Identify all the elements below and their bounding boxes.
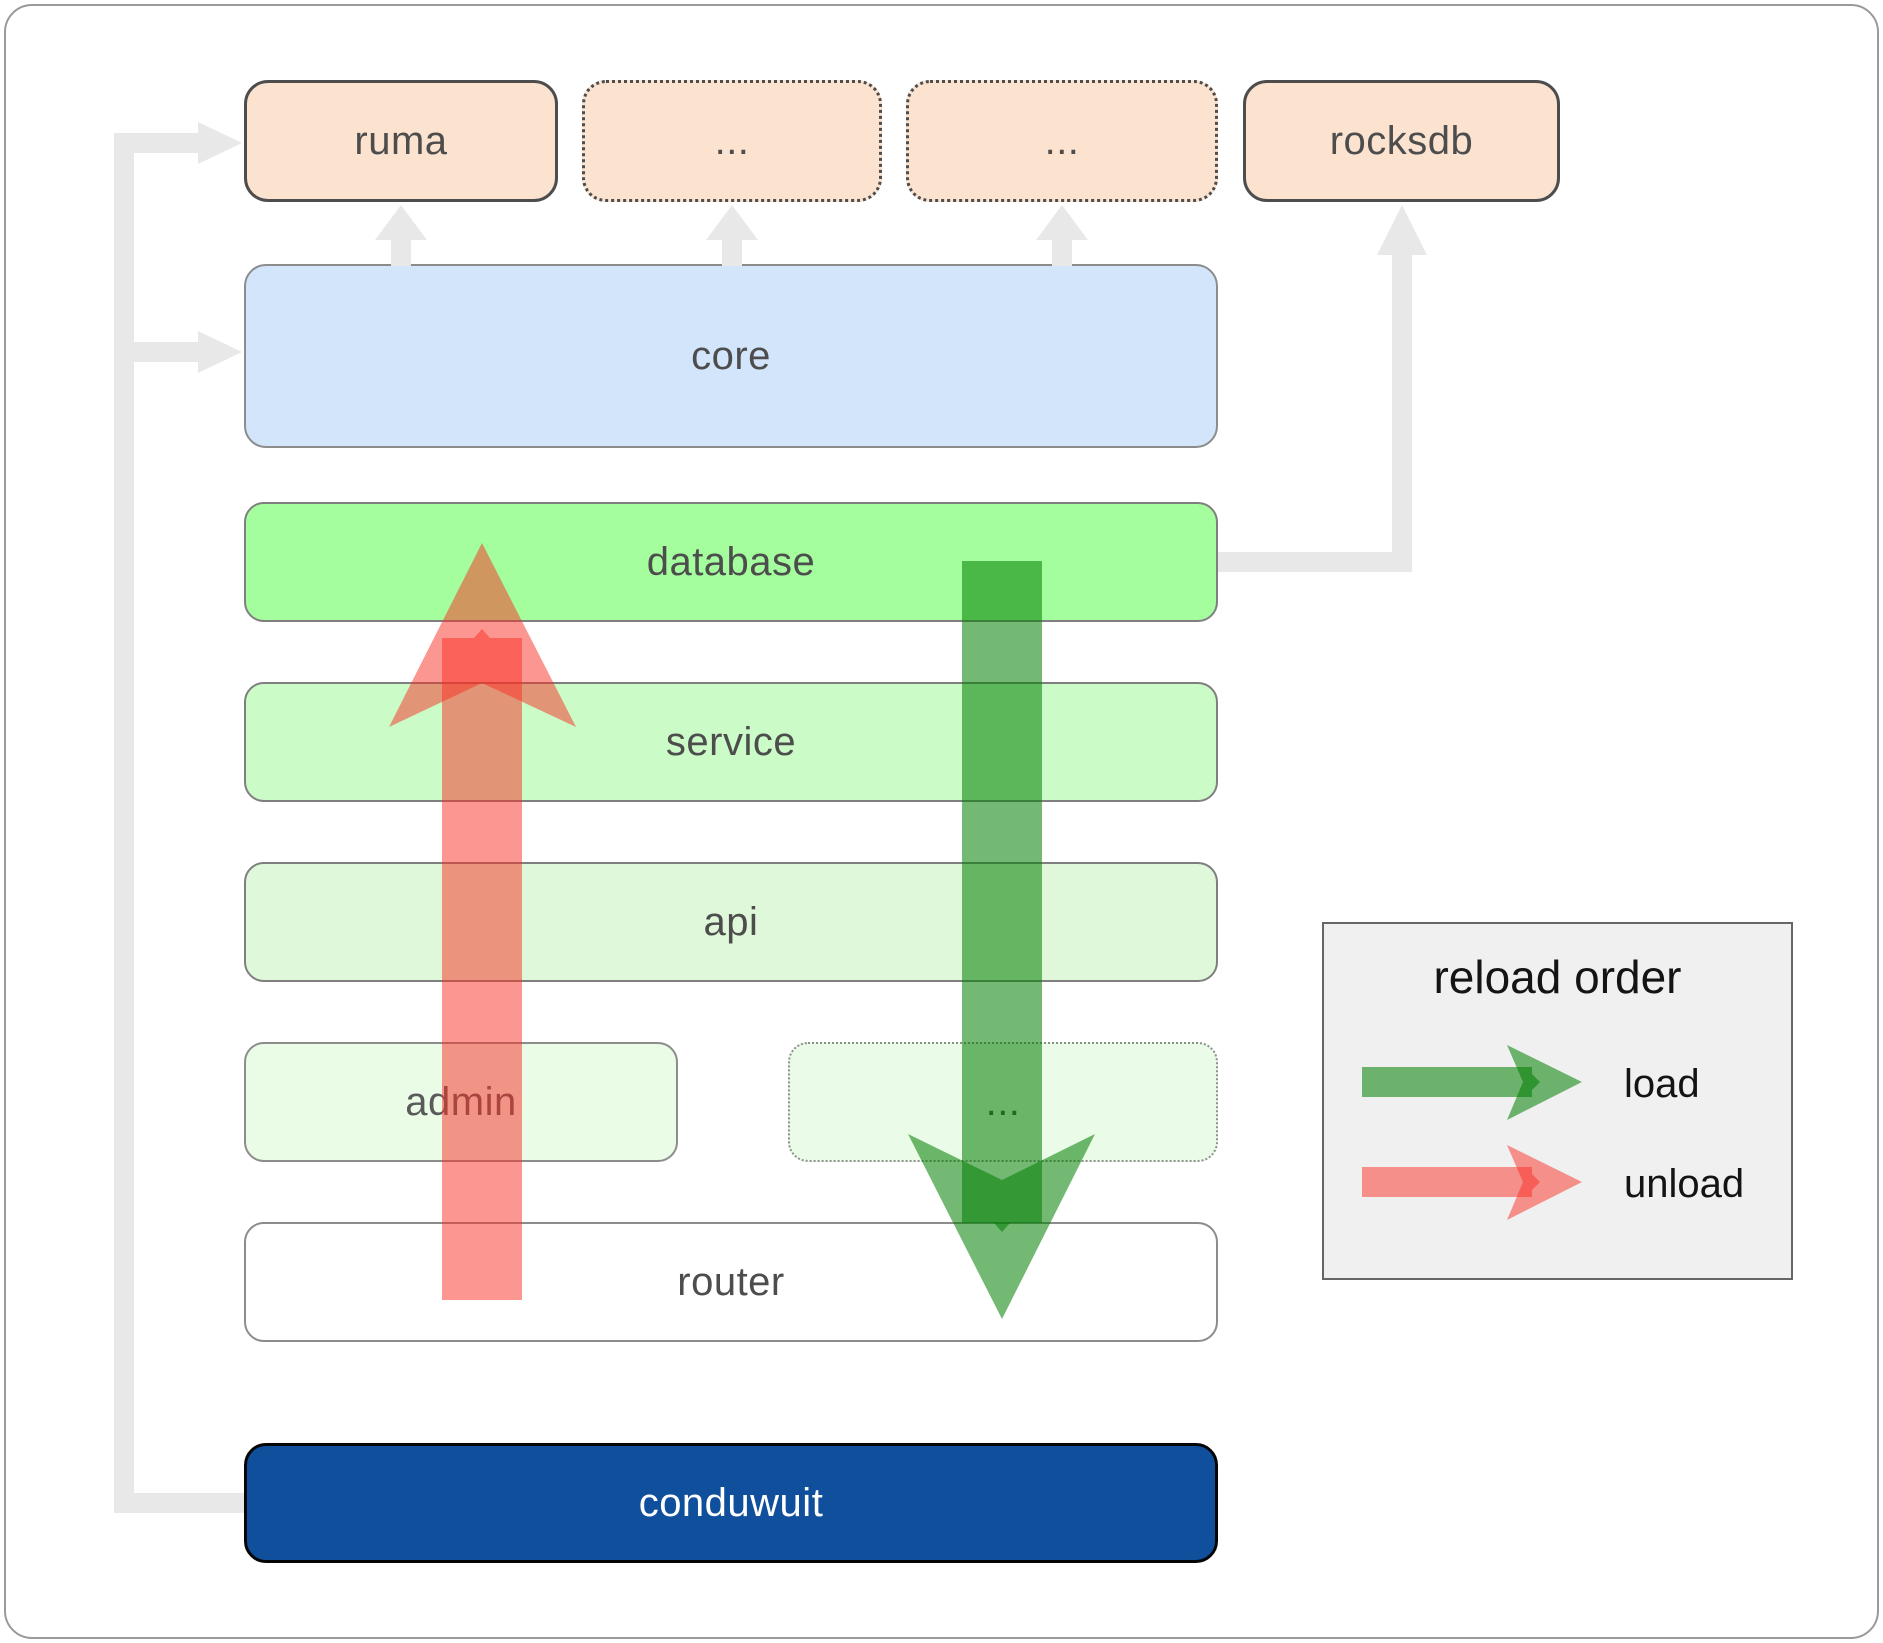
arrowhead-into-core [198, 331, 242, 373]
layer-admin-label: admin [405, 1079, 517, 1124]
legend-title: reload order [1433, 951, 1682, 1003]
node-rocksdb-label: rocksdb [1329, 118, 1474, 163]
layer-router-label: router [677, 1259, 785, 1304]
node-ruma: ruma [244, 80, 558, 202]
layer-router: router [244, 1222, 1218, 1342]
node-rocksdb: rocksdb [1243, 80, 1560, 202]
layer-api-label: api [703, 899, 759, 944]
node-ruma-label: ruma [354, 118, 448, 163]
diagram-outer-border [4, 4, 1879, 1639]
layer-admin-siblings-label: ... [985, 1079, 1021, 1124]
layer-database: database [244, 502, 1218, 622]
layer-conduwuit-label: conduwuit [638, 1480, 824, 1525]
legend-unload-label: unload [1624, 1162, 1745, 1206]
connector-conduwuit-to-left-column [114, 122, 244, 1513]
layer-database-label: database [646, 539, 816, 584]
node-more-crates-2: ... [906, 80, 1218, 202]
node-more-crates-1-label: ... [714, 118, 750, 163]
layer-conduwuit: conduwuit [244, 1443, 1218, 1563]
arrowhead-into-more-2 [1036, 205, 1088, 240]
node-more-crates-2-label: ... [1044, 118, 1080, 163]
node-more-crates-1: ... [582, 80, 882, 202]
arrowhead-into-rocksdb [1377, 205, 1427, 255]
layer-api: api [244, 862, 1218, 982]
legend-box: reload order load unload [1322, 922, 1793, 1280]
layer-core-label: core [691, 333, 771, 378]
layer-core: core [244, 264, 1218, 448]
layer-service-label: service [665, 719, 797, 764]
connector-database-to-rocksdb [1218, 205, 1427, 572]
layer-service: service [244, 682, 1218, 802]
legend-load-label: load [1624, 1062, 1700, 1106]
arrowhead-into-ruma [198, 122, 242, 164]
arrowhead-into-more-1 [706, 205, 758, 240]
arrowhead-into-ruma-bottom [375, 205, 427, 240]
layer-admin-siblings: ... [788, 1042, 1218, 1162]
connector-core-to-top-row [375, 205, 1088, 266]
layer-admin: admin [244, 1042, 678, 1162]
